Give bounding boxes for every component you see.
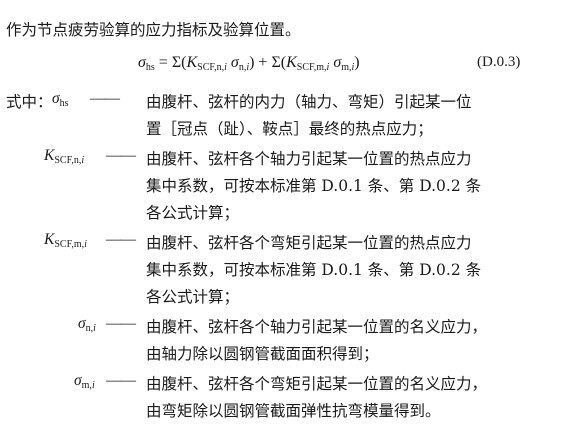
definition-line: 由弯矩除以圆钢管截面弹性抗弯模量得到。 [146, 402, 441, 420]
def-dash: —— [106, 231, 136, 248]
definition-line: 由腹杆、弦杆各个弯矩引起某一位置的名义应力， [146, 375, 488, 393]
symbol-sigma-n: σn,i [78, 315, 96, 334]
definition-line: 由腹杆、弦杆各个弯矩引起某一位置的热点应力 [146, 234, 472, 252]
intro-line: 作为节点疲劳验算的应力指标及验算位置。 [6, 21, 301, 39]
symbol-sigma-m: σm,i [74, 372, 95, 391]
symbol-k-scf-n: KSCF,n,i [44, 147, 85, 166]
def-dash: —— [106, 147, 136, 164]
symbol-sigma-hs: σhs [52, 90, 69, 109]
definition-line: 由腹杆、弦杆的内力（轴力、弯矩）引起某一位 [146, 93, 472, 111]
definition-line: 集中系数，可按本标准第 D.0.1 条、第 D.0.2 条 [146, 261, 482, 279]
definition-line: 由轴力除以圆钢管截面面积得到； [146, 345, 379, 363]
formula-number: (D.0.3) [477, 54, 521, 70]
def-dash: —— [106, 372, 136, 389]
definition-line: 由腹杆、弦杆各个轴力引起某一位置的热点应力 [146, 150, 472, 168]
definition-line: 各公式计算； [146, 204, 240, 222]
def-dash: —— [106, 315, 136, 332]
symbol-k-scf-m: KSCF,m,i [44, 231, 87, 250]
definition-line: 集中系数，可按本标准第 D.0.1 条、第 D.0.2 条 [146, 177, 482, 195]
def-dash: —— [90, 90, 120, 107]
definition-line: 各公式计算； [146, 288, 240, 306]
definition-line: 置［冠点（趾）、鞍点］最终的热点应力； [146, 120, 433, 138]
where-label: 式中： [6, 93, 53, 111]
formula: σhs = Σ(KSCF,n,i σn,i) + Σ(KSCF,m,i σm,i… [138, 54, 360, 73]
definition-line: 由腹杆、弦杆各个轴力引起某一位置的名义应力， [146, 318, 488, 336]
